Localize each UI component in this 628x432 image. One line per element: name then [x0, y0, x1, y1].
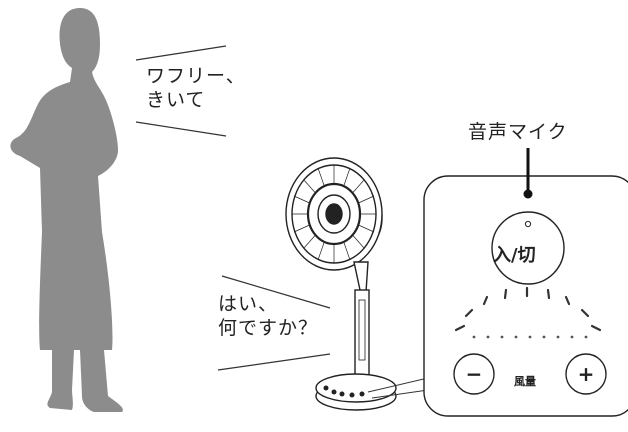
person-silhouette-icon: [10, 8, 123, 412]
wind-down-button-circle: [453, 353, 495, 395]
speed-level-dots: [472, 335, 588, 339]
fan-pole-inner: [358, 299, 366, 361]
fan-hub: [325, 203, 343, 225]
plus-icon: +: [578, 362, 595, 386]
fan-base-top: [315, 373, 397, 403]
fan-speech-text: はい、 何ですか？: [218, 292, 318, 340]
power-button-circle: [491, 211, 565, 285]
fan-neck: [353, 261, 369, 293]
fan-speech-lines: [217, 275, 331, 371]
wind-speed-label: 風量: [514, 375, 536, 388]
fan-base-buttons: [323, 385, 365, 398]
minus-icon: −: [466, 362, 483, 386]
power-indicator-icon: [524, 220, 532, 228]
control-panel: − +: [423, 148, 628, 417]
wind-up-button-circle: [565, 353, 607, 395]
power-button-label: 入/切: [493, 245, 536, 266]
fan-speech-line-1: はい、: [218, 293, 279, 315]
fan-speech-line-2: 何ですか？: [218, 317, 319, 339]
microphone-label: 音声マイク: [468, 121, 568, 143]
speed-level-dashes: [454, 286, 602, 332]
user-speech-line-1: ワフリー、: [146, 65, 246, 87]
user-speech-text: ワフリー、 きいて: [146, 64, 246, 112]
callout-lines: [367, 377, 429, 399]
microphone-dot-icon: [523, 189, 533, 199]
electric-fan-icon: [285, 157, 397, 411]
user-speech-lines: [135, 45, 227, 137]
user-speech-line-2: きいて: [146, 89, 206, 111]
